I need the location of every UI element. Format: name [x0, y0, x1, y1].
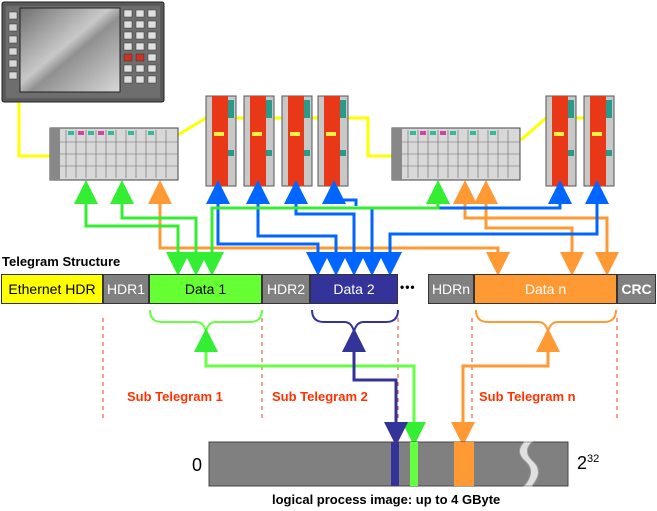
industrial-pc-icon	[1, 1, 165, 103]
crc-segment: CRC	[617, 274, 656, 304]
sub-telegram-1-label: Sub Telegram 1	[127, 389, 223, 404]
blue-routing-arrows	[206, 180, 609, 276]
hdr2-segment: HDR2	[262, 274, 310, 304]
orange-routing-arrows	[148, 180, 619, 276]
ethernet-header-segment: Ethernet HDR	[1, 274, 103, 304]
process-image-end-label: 232	[577, 453, 599, 474]
brace-data1	[149, 309, 263, 333]
sub-telegram-separators	[102, 318, 618, 420]
process-image-end-exp: 32	[587, 453, 600, 465]
process-image-bar	[208, 441, 569, 487]
data2-segment: Data 2	[310, 274, 398, 304]
data1-segment: Data 1	[149, 274, 262, 304]
slave-module-2-icon	[243, 95, 275, 187]
brace-data2	[311, 309, 399, 333]
slave-module-1-icon	[205, 95, 237, 187]
slave-module-5-icon	[545, 95, 577, 187]
terminal-block-1-icon	[49, 127, 179, 181]
hdr1-segment: HDR1	[103, 274, 149, 304]
telegram-structure-title: Telegram Structure	[2, 254, 121, 269]
sub-telegram-2-label: Sub Telegram 2	[272, 389, 368, 404]
slave-module-4-icon	[317, 95, 349, 187]
green-routing-arrows	[74, 180, 450, 276]
datan-segment: Data n	[474, 274, 617, 304]
frame-ellipsis: •••	[400, 280, 416, 294]
process-image-caption: logical process image: up to 4 GByte	[272, 492, 501, 507]
terminal-block-2-icon	[391, 127, 521, 181]
brace-datan	[475, 309, 617, 333]
process-image-end-base: 2	[577, 453, 588, 473]
sub-telegram-n-label: Sub Telegram n	[479, 389, 576, 404]
process-image-start-label: 0	[192, 455, 203, 475]
hdrn-segment: HDRn	[428, 274, 474, 304]
slave-module-3-icon	[281, 95, 313, 187]
slave-module-6-icon	[583, 95, 615, 187]
